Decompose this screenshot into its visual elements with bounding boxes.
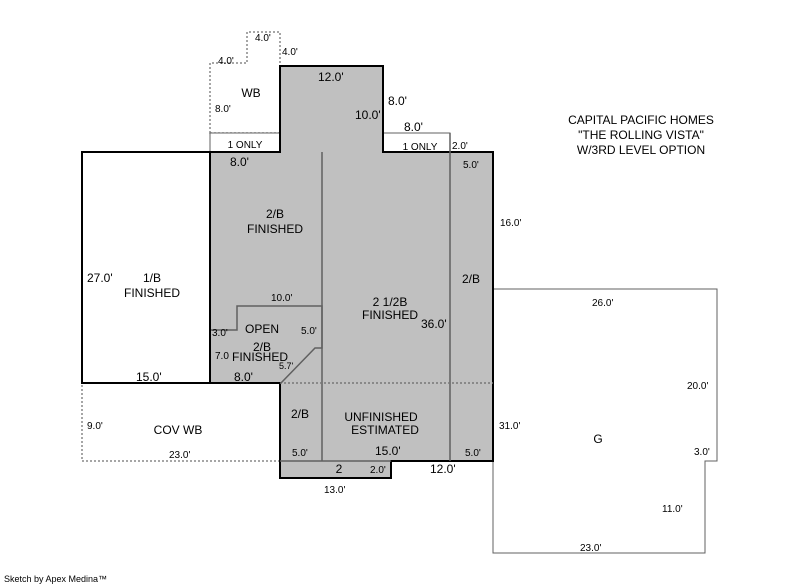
dimension-label: 12.0' bbox=[318, 70, 344, 84]
dimension-label: 8.0' bbox=[404, 120, 423, 134]
title-line-3: W/3RD LEVEL OPTION bbox=[577, 143, 705, 157]
title-line-1: CAPITAL PACIFIC HOMES bbox=[568, 113, 714, 127]
open-room-outline bbox=[210, 305, 323, 384]
room-label-second-b: 2/B bbox=[266, 207, 284, 221]
room-label-second-b-open: FINISHED bbox=[232, 350, 288, 364]
room-label-second-b-lower: 2/B bbox=[291, 407, 309, 421]
dimension-label: 36.0' bbox=[421, 317, 447, 331]
room-label-first-b: 1/B bbox=[143, 271, 161, 285]
room-label-two-half-b: 2 1/2B bbox=[373, 295, 408, 309]
sketch-credit: Sketch by Apex Medina™ bbox=[4, 574, 108, 584]
dimension-label: 8.0' bbox=[230, 155, 249, 169]
dimension-label: 4.0' bbox=[282, 47, 298, 58]
dimension-label: 3.0' bbox=[212, 328, 228, 339]
dimension-label: 11.0' bbox=[662, 504, 683, 515]
dimension-label: 15.0' bbox=[375, 444, 401, 458]
dimension-label: 15.0' bbox=[136, 370, 162, 384]
room-label-cov-wb: COV WB bbox=[154, 423, 203, 437]
dimension-label: 13.0' bbox=[324, 485, 345, 496]
wb-outline bbox=[209, 31, 281, 134]
dimension-label: 27.0' bbox=[87, 271, 113, 285]
dimension-label: 9.0' bbox=[87, 421, 103, 432]
dimension-label: 8.0' bbox=[234, 370, 253, 384]
dimension-label: 10.0' bbox=[355, 108, 381, 122]
dimension-label: 8.0' bbox=[388, 94, 407, 108]
room-label-two-half-b: FINISHED bbox=[362, 308, 418, 322]
dimension-label: 23.0' bbox=[169, 450, 190, 461]
dimension-label: 7.0 bbox=[215, 351, 229, 362]
room-label-garage: G bbox=[593, 432, 602, 446]
dimension-label: 5.0' bbox=[465, 448, 481, 459]
dimension-label: 5.0' bbox=[463, 160, 479, 171]
dimension-label: 5.0' bbox=[292, 448, 308, 459]
dimension-label: 16.0' bbox=[500, 218, 521, 229]
room-label-first-b: FINISHED bbox=[124, 286, 180, 300]
dimension-label: 23.0' bbox=[580, 543, 601, 554]
dimension-label: 4.0' bbox=[255, 33, 271, 44]
dimension-label: 5.0' bbox=[301, 326, 317, 337]
dimension-label: 8.0' bbox=[215, 104, 231, 115]
room-label-unfinished: UNFINISHED bbox=[344, 410, 418, 424]
dimension-label: 20.0' bbox=[687, 381, 708, 392]
garage-outline bbox=[492, 288, 718, 554]
title-line-2: "THE ROLLING VISTA" bbox=[578, 128, 704, 142]
room-label-two: 2 bbox=[336, 462, 343, 476]
dimension-label: 5.7' bbox=[279, 361, 294, 371]
room-label-unfinished: ESTIMATED bbox=[351, 423, 419, 437]
room-label-one-only: 1 ONLY bbox=[403, 142, 438, 153]
room-label-wb: WB bbox=[241, 86, 260, 100]
room-label-open: OPEN bbox=[245, 322, 279, 336]
dimension-label: 26.0' bbox=[592, 298, 613, 309]
room-label-second-b-open: 2/B bbox=[253, 340, 271, 354]
dimension-label: 31.0' bbox=[499, 421, 520, 432]
dimension-label: 2.0' bbox=[370, 465, 386, 476]
first-b-outline bbox=[81, 151, 211, 384]
dimension-label: 2.0' bbox=[452, 141, 468, 152]
dimension-label: 10.0' bbox=[271, 293, 292, 304]
room-label-second-b: FINISHED bbox=[247, 222, 303, 236]
dimension-label: 4.0' bbox=[218, 56, 234, 67]
dimension-label: 3.0' bbox=[694, 447, 710, 458]
dimension-label: 12.0' bbox=[430, 462, 456, 476]
room-label-one-only: 1 ONLY bbox=[228, 140, 263, 151]
room-label-second-b-right: 2/B bbox=[462, 272, 480, 286]
